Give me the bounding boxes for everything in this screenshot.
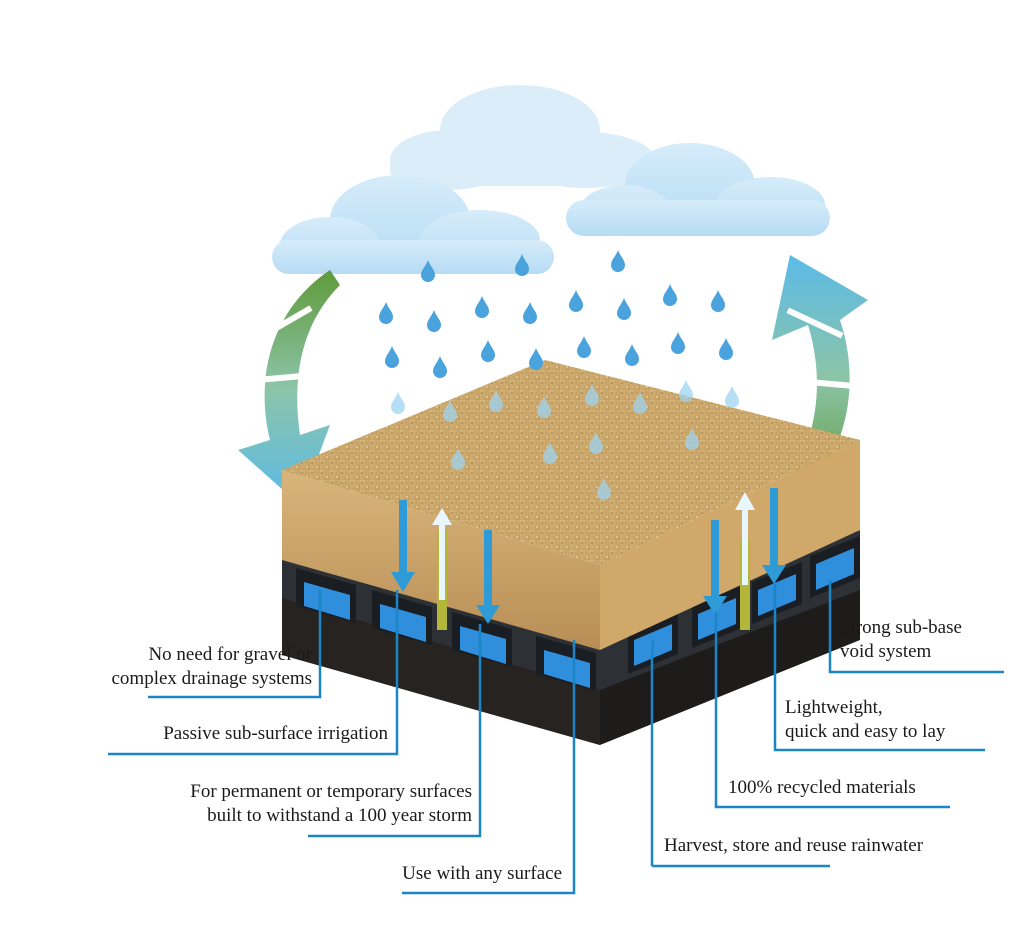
label-lightweight-line1: Lightweight, — [785, 697, 883, 718]
raindrop-icon — [711, 290, 725, 312]
raindrop-icon — [679, 380, 693, 402]
raindrop-icon — [481, 340, 495, 362]
raindrop-icon — [475, 296, 489, 318]
leader-line-subbase — [828, 580, 1004, 674]
raindrop-icon — [671, 332, 685, 354]
raindrop-icon — [537, 396, 551, 418]
raindrop-icon — [443, 400, 457, 422]
leader-lines — [108, 580, 1004, 895]
raindrop-icon — [379, 302, 393, 324]
cloud-icon — [566, 143, 830, 236]
label-permanent: For permanent or temporary surfaces buil… — [120, 780, 472, 828]
raindrop-icon — [385, 346, 399, 368]
raindrop-icon — [515, 254, 529, 276]
soil-top — [282, 360, 860, 565]
raindrop-icon — [427, 310, 441, 332]
cycle-arrow-icon — [238, 270, 340, 505]
raindrop-icon — [529, 348, 543, 370]
label-recycled-line1: 100% recycled materials — [728, 777, 916, 798]
rain — [379, 250, 739, 500]
label-permanent-line2: built to withstand a 100 year storm — [207, 805, 472, 826]
raindrop-icon — [489, 390, 503, 412]
cycle-arrow-icon — [772, 255, 868, 500]
label-harvest: Harvest, store and reuse rainwater — [664, 834, 994, 858]
label-surface-line1: Use with any surface — [402, 863, 562, 884]
raindrop-icon — [633, 392, 647, 414]
label-subbase-line2: void system — [840, 641, 932, 662]
leader-line-harvest-vert — [650, 639, 655, 866]
water-fill — [816, 548, 854, 590]
leader-line-recycled — [714, 612, 950, 809]
raindrop-icon — [421, 260, 435, 282]
water-flow-arrows — [391, 488, 786, 630]
label-gravel-line2: complex drainage systems — [111, 668, 312, 689]
raindrop-icon — [433, 356, 447, 378]
water-fill — [544, 650, 590, 688]
raindrop-icon — [543, 442, 557, 464]
label-gravel-line1: No need for gravel or — [148, 644, 312, 665]
label-irrigation: Passive sub-surface irrigation — [100, 722, 388, 746]
water-fill — [758, 574, 796, 616]
label-lightweight: Lightweight, quick and easy to lay — [785, 696, 1015, 744]
raindrop-icon — [663, 284, 677, 306]
label-surface: Use with any surface — [340, 862, 562, 886]
leader-line-surface — [402, 640, 576, 895]
label-subbase: Strong sub-base void system — [840, 616, 1010, 664]
raindrop-icon — [391, 392, 405, 414]
leader-line-gravel — [148, 590, 322, 699]
label-irrigation-line1: Passive sub-surface irrigation — [163, 723, 388, 744]
raindrop-icon — [725, 386, 739, 408]
raindrop-icon — [569, 290, 583, 312]
raindrop-icon — [685, 428, 699, 450]
raindrop-icon — [451, 448, 465, 470]
raindrop-icon — [577, 336, 591, 358]
cloud-icon — [272, 175, 554, 274]
cloud-icon — [390, 85, 655, 190]
leader-line-irrigation — [108, 590, 399, 756]
label-subbase-line1: Strong sub-base — [840, 617, 962, 638]
soil-side-right — [600, 440, 860, 650]
label-lightweight-line2: quick and easy to lay — [785, 721, 946, 742]
raindrop-icon — [625, 344, 639, 366]
water-fill — [460, 626, 506, 664]
raindrop-icon — [719, 338, 733, 360]
label-gravel: No need for gravel or complex drainage s… — [60, 643, 312, 691]
label-recycled: 100% recycled materials — [728, 776, 968, 800]
crate-cells — [296, 536, 860, 691]
raindrop-icon — [589, 432, 603, 454]
leader-line-permanent — [308, 624, 482, 838]
raindrop-icon — [523, 302, 537, 324]
raindrop-icon — [597, 478, 611, 500]
raindrop-icon — [617, 298, 631, 320]
water-fill — [380, 604, 426, 642]
label-permanent-line1: For permanent or temporary surfaces — [190, 781, 472, 802]
label-harvest-line1: Harvest, store and reuse rainwater — [664, 835, 924, 856]
leader-line-lightweight — [773, 584, 985, 752]
water-fill — [304, 582, 350, 620]
raindrop-icon — [611, 250, 625, 272]
raindrop-icon — [585, 384, 599, 406]
